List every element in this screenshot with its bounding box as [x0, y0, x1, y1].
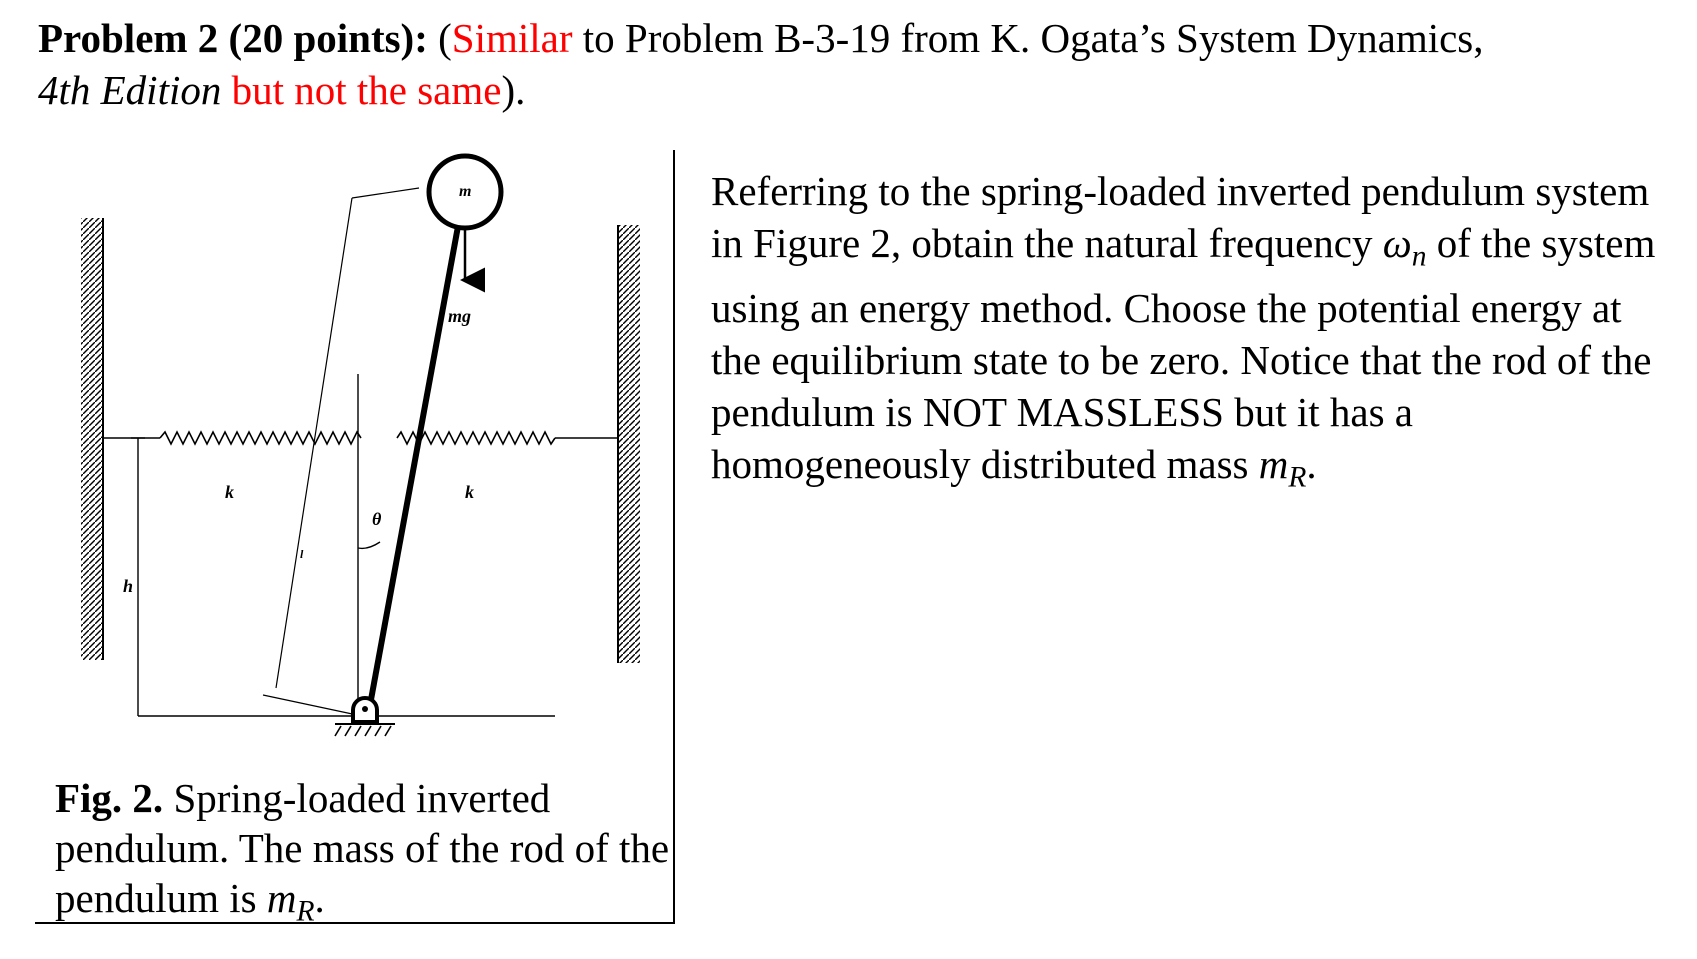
paren-open: (	[427, 15, 452, 61]
figure-caption: Fig. 2. Spring-loaded inverted pendulum.…	[55, 773, 675, 936]
weight-label: mg	[448, 306, 471, 326]
problem-title: Problem 2 (20 points):	[38, 15, 428, 61]
mass-label: m	[459, 183, 471, 200]
theta-label: θ	[372, 509, 382, 529]
caption-label: Fig. 2.	[55, 775, 164, 821]
height-label: h	[123, 576, 133, 596]
edition-text: 4th Edition	[38, 67, 222, 113]
caption-var-sub: R	[296, 895, 315, 928]
space	[221, 67, 231, 113]
caption-end: .	[314, 875, 325, 921]
pivot-support	[334, 696, 395, 737]
statement-end: .	[1306, 441, 1317, 488]
length-label: l	[300, 547, 304, 561]
theta-arc	[357, 541, 381, 550]
pendulum-mass	[426, 153, 504, 231]
rod-mass-var: m	[1258, 441, 1289, 488]
statement-part-2: of the system using an energy method. Ch…	[711, 220, 1656, 488]
spring-left-label: k	[225, 482, 234, 502]
spring-right-label: k	[465, 482, 474, 502]
caption-text: Spring-loaded inverted pendulum. The mas…	[55, 775, 670, 921]
problem-header: Problem 2 (20 points): (Similar to Probl…	[38, 12, 1678, 116]
similar-text: Similar	[451, 15, 573, 61]
right-spring	[396, 430, 618, 446]
figure-panel: m mg k k θ h l Fig. 2. Spring-loaded inv…	[35, 150, 675, 927]
statement-part-1: Referring to the spring-loaded inverted …	[711, 168, 1650, 266]
right-wall	[617, 225, 640, 663]
left-wall	[81, 218, 104, 660]
height-dimension	[131, 437, 555, 717]
omega-subscript: n	[1411, 240, 1427, 273]
reference-text: to Problem B-3-19 from K. Ogata’s System…	[572, 15, 1484, 61]
problem-statement: Referring to the spring-loaded inverted …	[711, 165, 1671, 504]
omega-symbol: ω	[1382, 220, 1412, 266]
rod-mass-sub: R	[1288, 461, 1307, 494]
not-same-text: but not the same	[231, 67, 502, 113]
pendulum-diagram: m mg k k θ h l	[35, 150, 675, 924]
length-dimension	[262, 187, 420, 716]
paren-close: ).	[501, 67, 526, 113]
pendulum-rod	[365, 209, 464, 717]
caption-var: m	[266, 875, 297, 921]
